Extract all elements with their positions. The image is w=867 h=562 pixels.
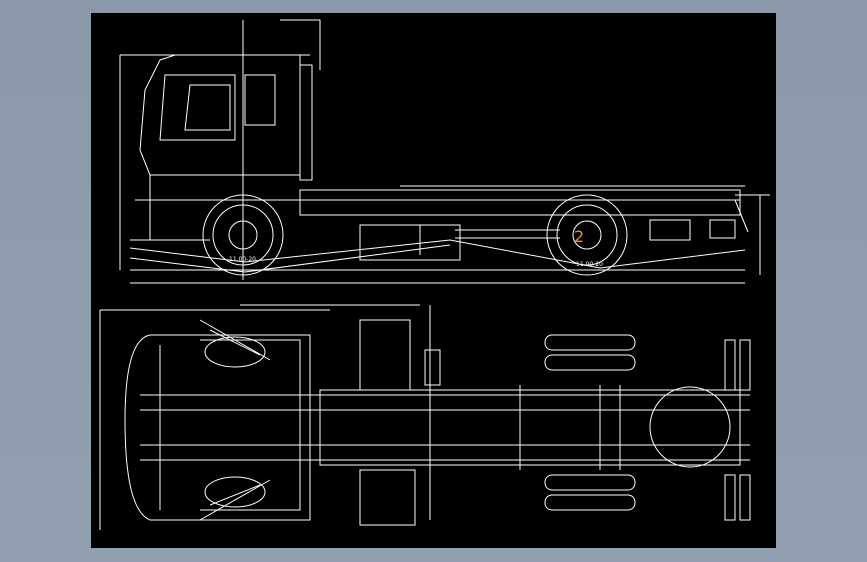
- top-view: [99, 304, 751, 530]
- marker-label: 2: [574, 227, 584, 246]
- cad-drawing-canvas[interactable]: 11.00-20 11.00-20 2: [91, 13, 776, 548]
- rear-wheel: [546, 194, 628, 276]
- front-tire-label: 11.00-20: [229, 256, 256, 263]
- front-wheel: [202, 194, 284, 276]
- truck-chassis-drawing: 11.00-20 11.00-20 2: [99, 19, 770, 530]
- rear-tire-label: 11.00-20: [576, 261, 603, 268]
- side-view: 11.00-20 11.00-20 2: [119, 19, 770, 284]
